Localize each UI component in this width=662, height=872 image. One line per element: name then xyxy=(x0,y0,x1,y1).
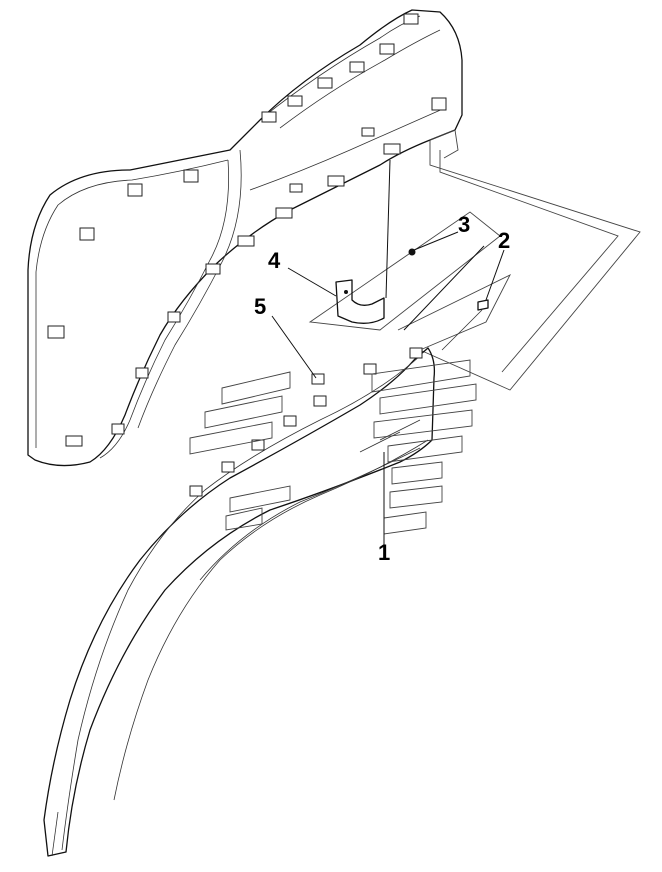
callout-2: 2 xyxy=(498,228,510,253)
callout-5: 5 xyxy=(254,294,266,319)
part-3-nut xyxy=(408,248,416,256)
phantom-bracket-set xyxy=(189,359,477,535)
callout-4: 4 xyxy=(268,248,281,273)
part-1-fender-strip xyxy=(43,347,436,857)
upper-cover-panel xyxy=(27,9,463,467)
leader-lines xyxy=(271,159,505,548)
part-5-clip xyxy=(311,373,325,385)
callout-labels: 1 2 3 4 5 xyxy=(254,212,510,565)
callout-1: 1 xyxy=(378,540,390,565)
upper-bracket-group xyxy=(47,13,447,447)
part-2-screw xyxy=(441,299,489,351)
callout-3: 3 xyxy=(458,212,470,237)
part-4-bracket xyxy=(335,279,385,324)
mounting-outline xyxy=(419,129,641,391)
